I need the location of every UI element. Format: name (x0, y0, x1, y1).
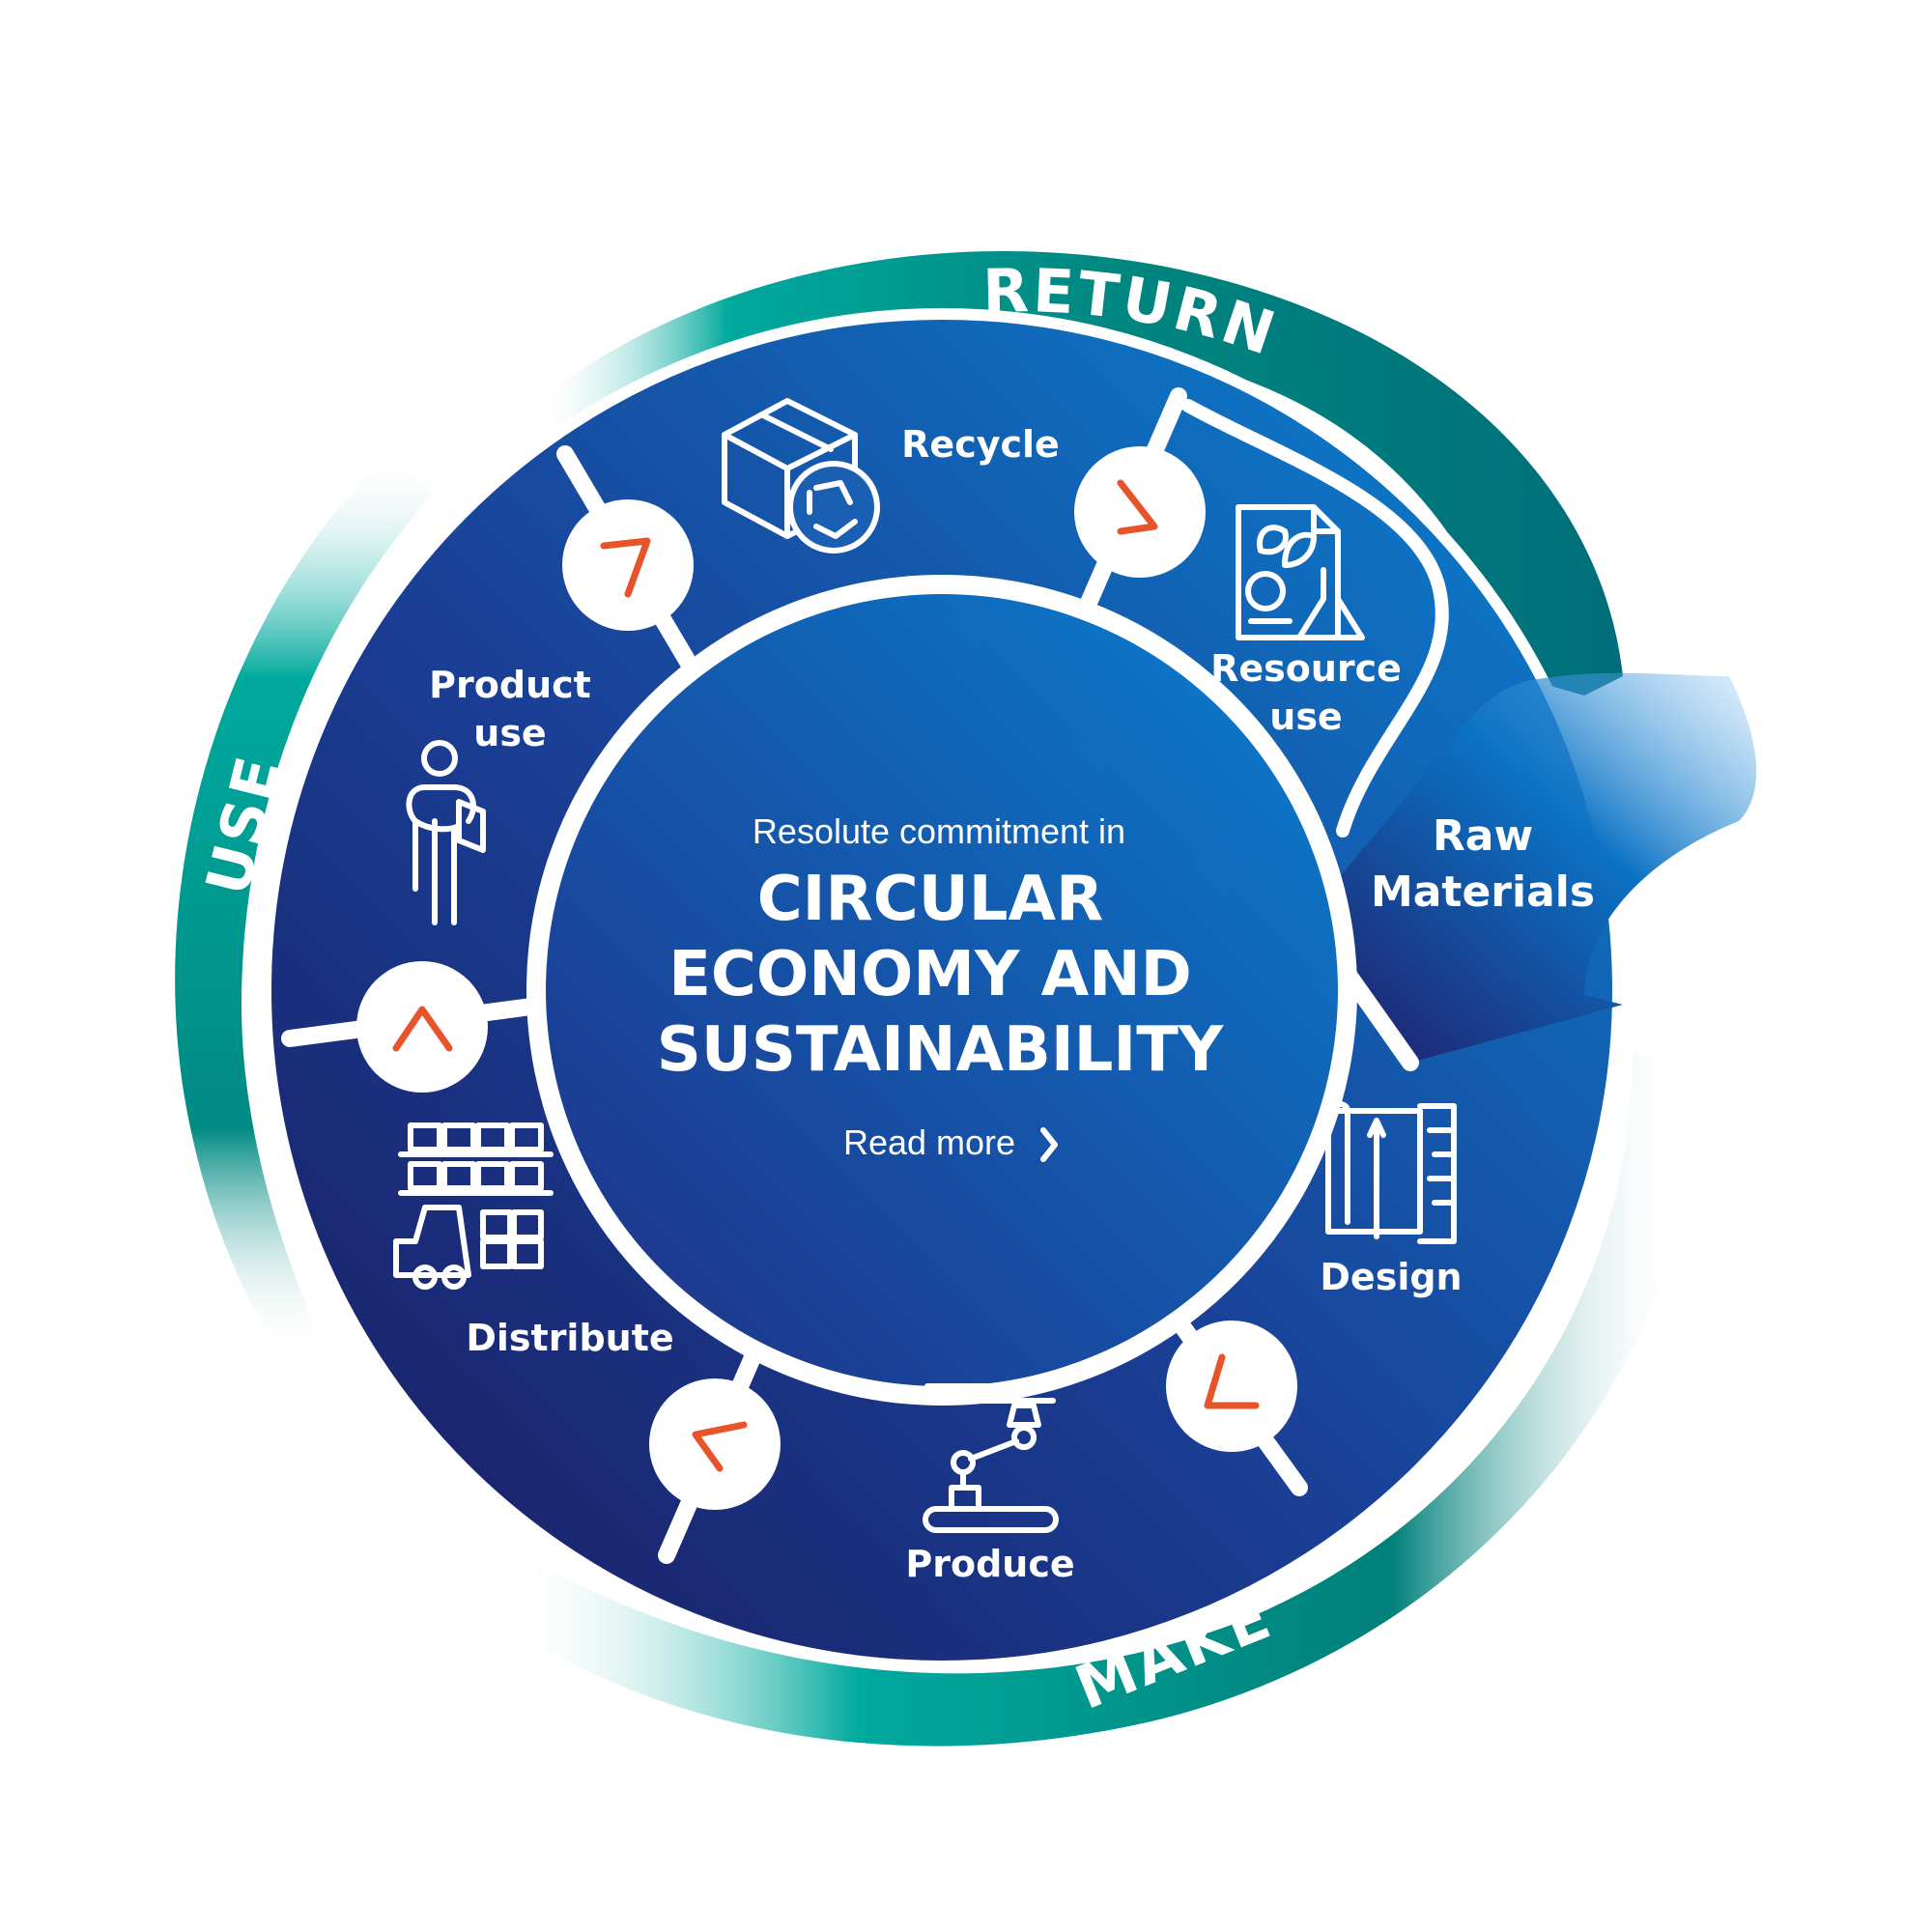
chevron-right-icon[interactable] (1040, 1127, 1058, 1162)
chevron-arrow-icon (600, 537, 651, 598)
blueprint-ruler-icon (1325, 1100, 1457, 1244)
read-more-label[interactable]: Read more (843, 1122, 1015, 1162)
stage-product-use-label-2: use (473, 712, 546, 754)
robot-arm-conveyor-icon (923, 1383, 1059, 1533)
chevron-arrow-icon (392, 1006, 453, 1052)
center-circle (546, 594, 1338, 1386)
stage-raw-materials-label-2: Materials (1371, 867, 1595, 917)
stage-design-label: Design (1320, 1256, 1462, 1298)
stage-distribute-label: Distribute (466, 1317, 673, 1359)
return-band (531, 251, 1623, 696)
stage-resource-use-label-2: use (1269, 696, 1342, 738)
stage-resource-use-label-1: Resource (1210, 647, 1402, 690)
chevron-arrow-icon (692, 1421, 748, 1472)
center-subtitle: Resolute commitment in (753, 811, 1125, 851)
center-title-line2: ECONOMY AND (668, 939, 1192, 1010)
raw-materials-divider (1181, 399, 1449, 838)
stage-recycle-label: Recycle (901, 423, 1060, 466)
chevron-arrow-icon (1117, 479, 1158, 535)
center-title-line1: CIRCULAR (757, 864, 1104, 935)
person-carrying-box-icon (406, 740, 486, 925)
ring-outer-border (260, 308, 1624, 1672)
connector-distribute-to-productuse (356, 961, 488, 1093)
warehouse-forklift-icon (393, 1122, 554, 1290)
box-recycle-icon (722, 398, 880, 554)
read-more-link[interactable]: Read more (843, 1122, 1058, 1162)
center-title-line3: SUSTAINABILITY (657, 1014, 1224, 1086)
make-band (502, 1053, 1689, 1747)
chevron-arrow-icon (1204, 1353, 1260, 1409)
raw-materials-arrow (1314, 672, 1757, 1063)
lab-report-icon (1236, 504, 1365, 640)
stage-product-use-label-1: Product (429, 664, 591, 706)
connector-produce-to-distribute (649, 1378, 781, 1510)
use-band (175, 454, 435, 1352)
connector-design-to-produce (1166, 1321, 1297, 1452)
connector-recycle-to-resource (1074, 446, 1206, 578)
stage-raw-materials-label-1: Raw (1433, 811, 1533, 861)
connector-productuse-to-recycle (562, 499, 694, 631)
stage-produce-label: Produce (905, 1543, 1074, 1585)
